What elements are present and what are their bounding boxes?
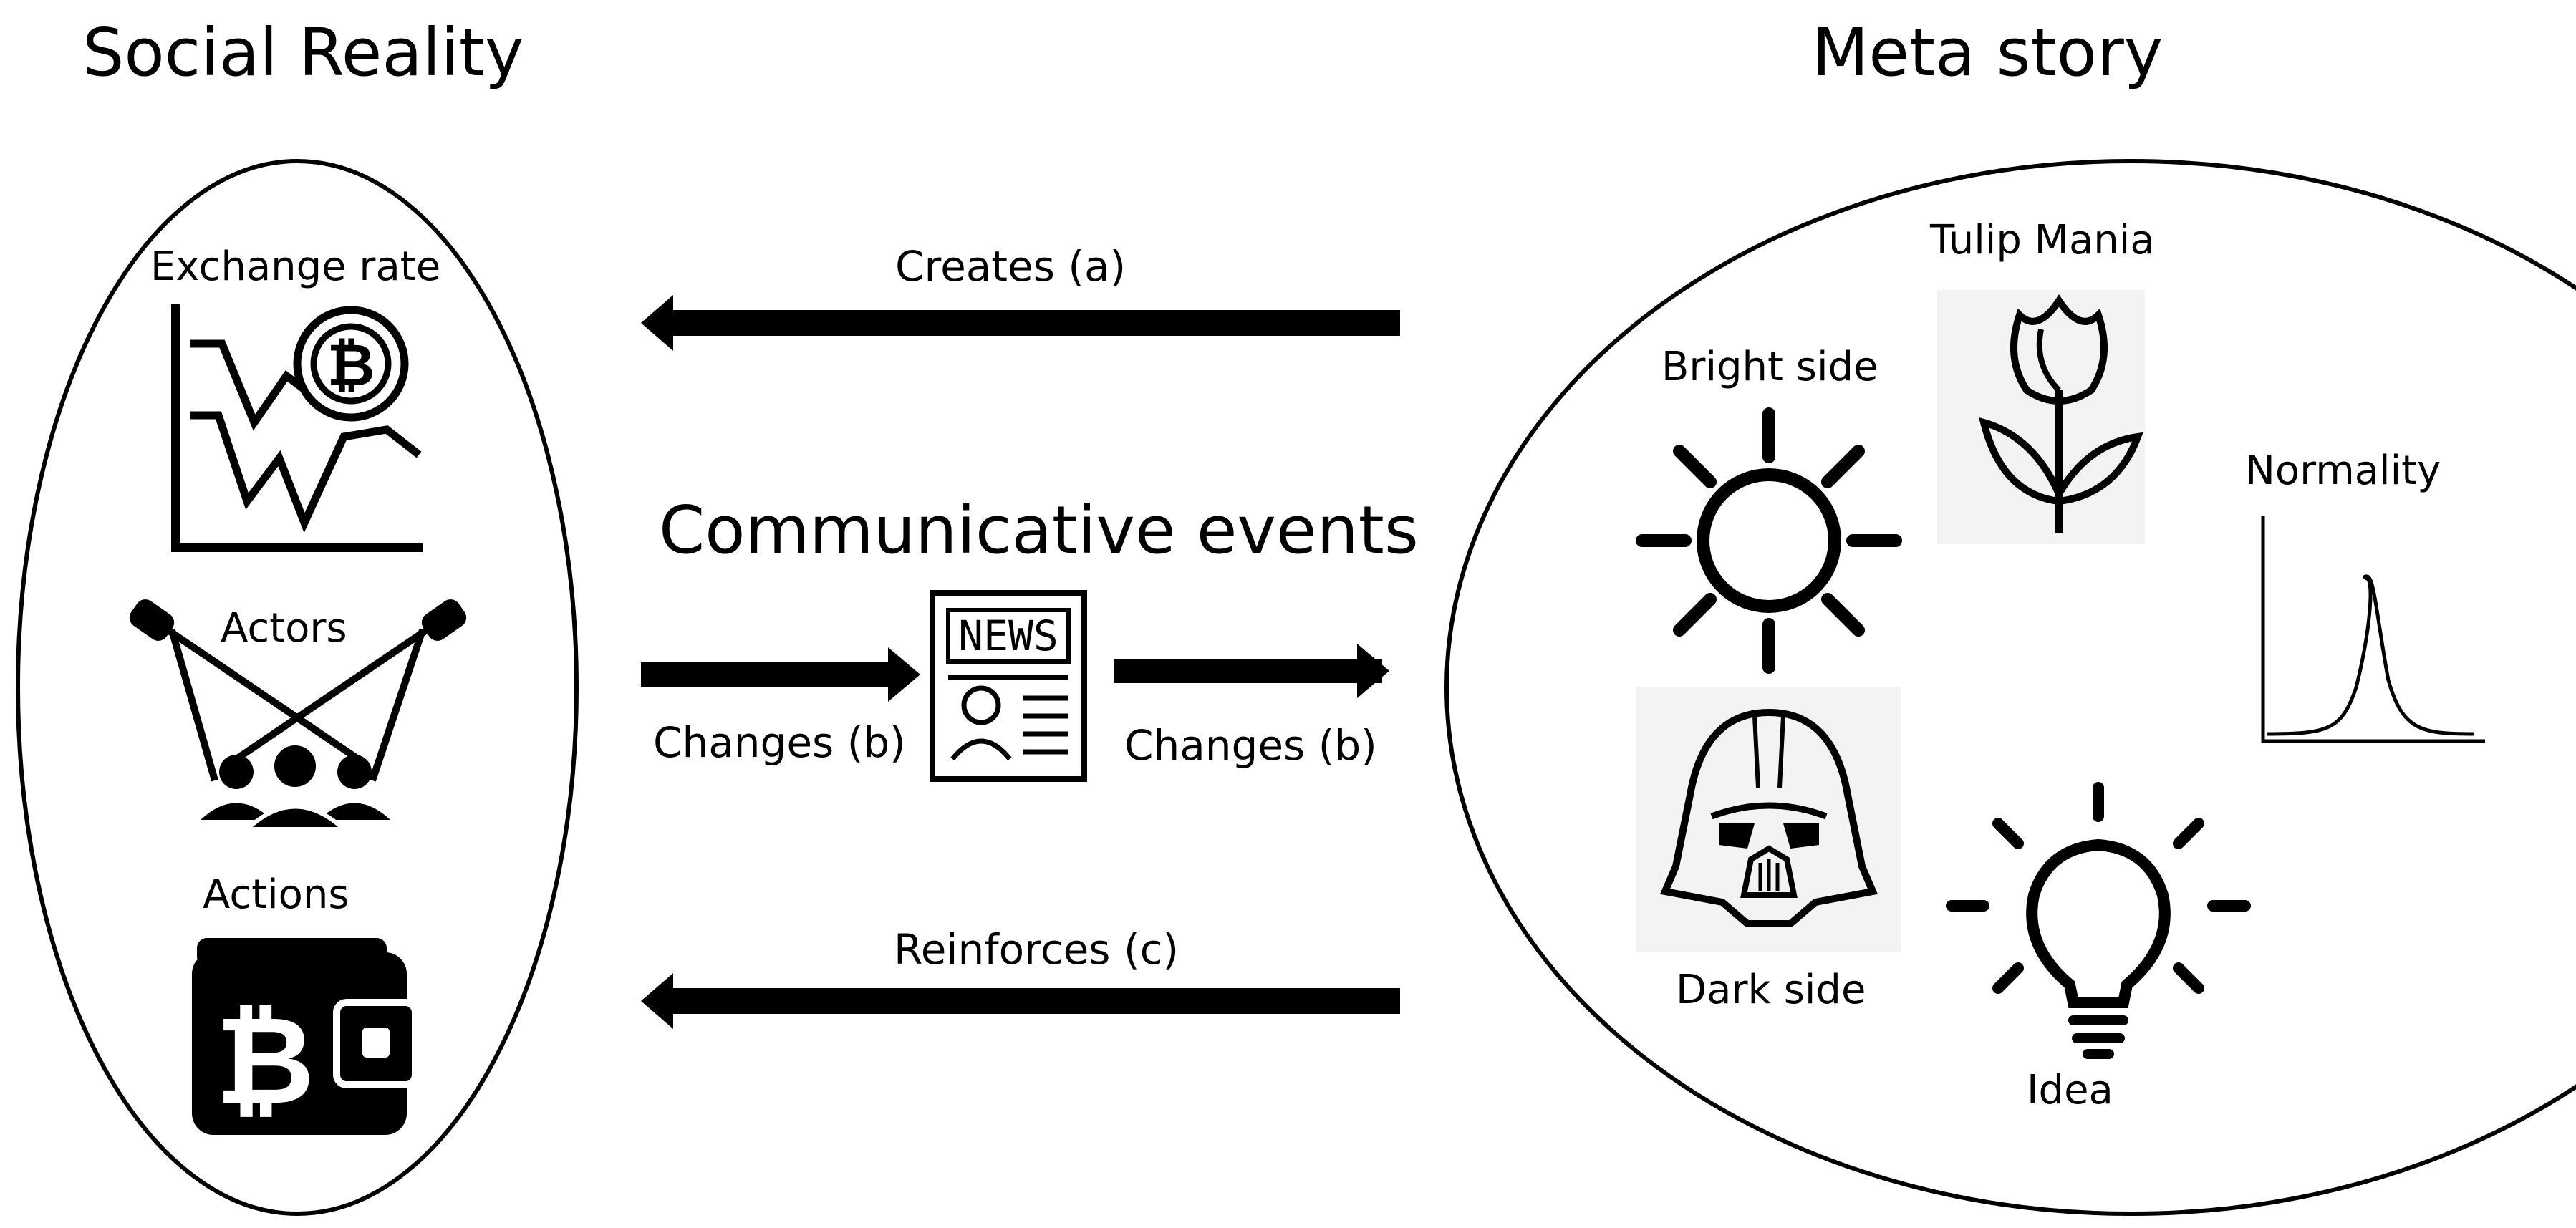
social-reality-ellipse [16,159,579,1216]
exchange-rate-label: Exchange rate [150,243,441,290]
arrow-changes-right [1114,644,1389,698]
arrow-changes-left [641,647,920,702]
sun-icon [1636,407,1902,674]
meta-story-circle [1444,159,2576,1216]
bright-side-label: Bright side [1661,344,1878,390]
creates-label: Creates (a) [895,242,1127,291]
right-panel-heading: Meta story [1812,14,2163,91]
newspaper-icon: NEWS [930,590,1087,782]
bitcoin-glyph: ₿ [327,332,375,400]
bitcoin-wallet-icon: ₿ [192,938,419,1135]
left-panel-heading: Social Reality [82,14,524,91]
bell-curve-icon [2261,516,2485,743]
actors-label: Actors [221,605,347,652]
tulip-mania-label: Tulip Mania [1930,217,2155,264]
dark-side-label: Dark side [1676,967,1866,1013]
news-icon-text: NEWS [958,611,1058,660]
idea-label: Idea [2027,1067,2113,1113]
bitcoin-exchange-rate-chart-icon: ₿ [171,304,423,552]
arrow-reinforces [641,973,1400,1029]
changes-left-label: Changes (b) [653,718,906,767]
light-bulb-icon [1946,782,2251,1059]
communicative-events-title: Communicative events [659,492,1419,569]
reinforces-label: Reinforces (c) [894,925,1180,974]
changes-right-label: Changes (b) [1124,721,1377,770]
wallet-bitcoin-glyph: ₿ [216,990,315,1132]
normality-label: Normality [2245,448,2441,494]
darth-vader-helmet-icon [1636,687,1901,952]
arrow-creates [641,295,1400,351]
actions-label: Actions [203,871,349,918]
spotlight-crowd-icon [129,599,467,831]
tulip-icon [1937,290,2145,544]
